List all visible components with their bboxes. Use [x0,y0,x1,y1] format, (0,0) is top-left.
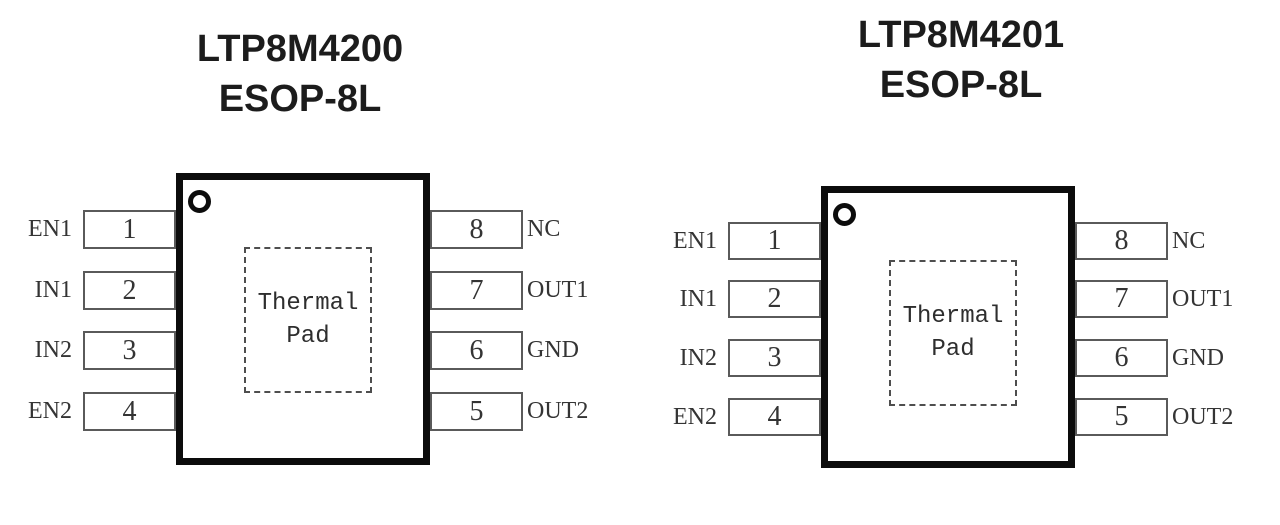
pin-5-number: 5 [1114,401,1129,432]
pin1-indicator-icon [188,190,211,213]
pin-5-box: 5 [1075,398,1168,436]
package-name: ESOP-8L [218,78,382,120]
pin-2-number: 2 [122,274,137,306]
pin-4-box: 4 [728,398,821,436]
pin-3-number: 3 [767,342,782,373]
pin-7-box: 7 [430,271,523,310]
pin-3-number: 3 [122,334,137,366]
chip-body [176,173,430,465]
pin-7-box: 7 [1075,280,1168,318]
pin-1-box: 1 [728,222,821,260]
thermal-pad-label-line2: Pad [931,336,975,363]
pin-8-box: 8 [430,210,523,249]
pin-1-number: 1 [767,225,782,256]
pin-nc-label: NC [527,216,561,242]
pin-out2-label: OUT2 [1172,403,1234,430]
package-name: ESOP-8L [879,64,1043,106]
pin-6-number: 6 [469,334,484,366]
pinout-diagram-ltp8m4201: LTP8M4201 ESOP-8L Thermal Pad EN1 1 IN1 … [645,0,1280,525]
pin-8-number: 8 [1114,225,1129,256]
pin-1-box: 1 [83,210,176,249]
pin-7-number: 7 [469,274,484,306]
pin-2-number: 2 [767,283,782,314]
pin-gnd-label: GND [527,337,579,363]
pin-en1-label: EN1 [673,227,717,254]
pin-2-box: 2 [83,271,176,310]
thermal-pad: Thermal Pad [244,247,372,393]
thermal-pad-label-line1: Thermal [257,290,359,317]
pin-6-box: 6 [430,331,523,370]
pin-out1-label: OUT1 [527,277,589,303]
pin-1-number: 1 [122,213,137,245]
pin-5-number: 5 [469,395,484,427]
pin-6-box: 6 [1075,339,1168,377]
pin-in2-label: IN2 [34,337,72,363]
pin-nc-label: NC [1172,227,1206,254]
pin-in2-label: IN2 [679,344,717,371]
pin-in1-label: IN1 [679,285,717,312]
pin-3-box: 3 [728,339,821,377]
pin-4-box: 4 [83,392,176,431]
pin-out2-label: OUT2 [527,398,589,424]
pin-en2-label: EN2 [673,403,717,430]
pin1-indicator-icon [833,203,856,226]
part-number: LTP8M4200 [196,28,404,70]
pin-6-number: 6 [1114,342,1129,373]
thermal-pad-label-line1: Thermal [902,303,1004,330]
pinout-diagram-ltp8m4200: LTP8M4200 ESOP-8L Thermal Pad EN1 1 IN1 … [0,0,635,525]
pin-gnd-label: GND [1172,344,1224,371]
pin-en1-label: EN1 [28,216,72,242]
pin-8-number: 8 [469,213,484,245]
pin-3-box: 3 [83,331,176,370]
pin-2-box: 2 [728,280,821,318]
pin-5-box: 5 [430,392,523,431]
pin-7-number: 7 [1114,283,1129,314]
thermal-pad: Thermal Pad [889,260,1017,406]
part-number: LTP8M4201 [857,14,1065,56]
pin-in1-label: IN1 [34,277,72,303]
thermal-pad-label-line2: Pad [286,323,330,350]
pin-en2-label: EN2 [28,398,72,424]
pin-out1-label: OUT1 [1172,285,1234,312]
pin-4-number: 4 [122,395,137,427]
pin-8-box: 8 [1075,222,1168,260]
pin-4-number: 4 [767,401,782,432]
